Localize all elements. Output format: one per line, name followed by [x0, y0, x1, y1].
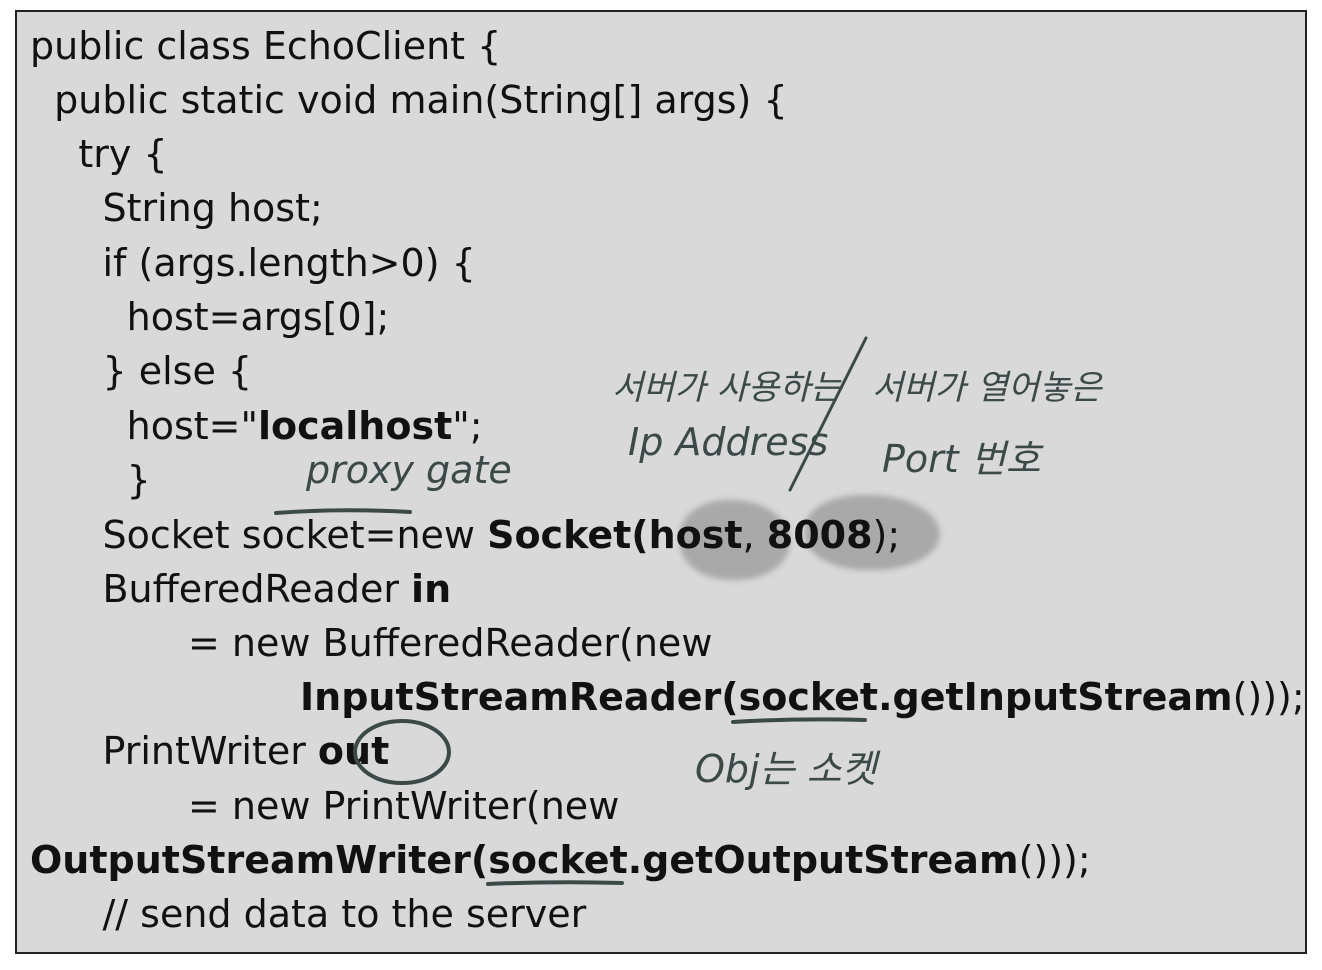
- code-line-15: = new PrintWriter(new: [188, 784, 620, 828]
- server-ip-note-line2: Ip Address: [628, 420, 829, 464]
- code-line-6: host=args[0];: [30, 295, 390, 339]
- output-end-token: ()));: [1018, 838, 1091, 882]
- code-line-3: try {: [30, 132, 168, 176]
- code-line-10: Socket socket=new Socket(host, 8008);: [30, 508, 900, 562]
- quote-end-token: ";: [452, 404, 483, 448]
- port-token: 8008: [766, 513, 873, 557]
- code-line-4: String host;: [30, 186, 323, 230]
- socket-word-1: socket: [738, 675, 879, 719]
- code-line-5: if (args.length>0) {: [30, 241, 476, 285]
- ctor-end-token: );: [872, 513, 901, 557]
- in-var-token: in: [411, 567, 452, 611]
- code-line-11: BufferedReader in: [30, 562, 451, 616]
- code-line-17: // send data to the server: [30, 892, 587, 936]
- socket-ctor-token: Socket(host: [487, 513, 743, 557]
- code-line-9: }: [30, 458, 151, 502]
- get-input-token: .getInputStream: [878, 675, 1233, 719]
- server-port-note-line1: 서버가 열어놓은: [872, 368, 1102, 408]
- code-line-12: = new BufferedReader(new: [188, 621, 713, 665]
- comma-token: ,: [742, 513, 767, 557]
- code-line-8: host="localhost";: [30, 399, 483, 453]
- code-line-8-start: host=": [30, 404, 258, 448]
- out-var-token: out: [317, 729, 390, 773]
- code-line-11-start: BufferedReader: [30, 567, 412, 611]
- localhost-token: localhost: [257, 404, 453, 448]
- code-line-10-start: Socket socket=new: [30, 513, 488, 557]
- port-highlight: [805, 495, 940, 570]
- host-highlight: [680, 500, 790, 580]
- obj-socket-note: Obj는 소켓: [695, 747, 877, 791]
- input-stream-reader-token: InputStreamReader(: [300, 675, 739, 719]
- code-line-2: public static void main(String[] args) {: [30, 78, 788, 122]
- input-end-token: ()));: [1232, 675, 1305, 719]
- socket-word-2: socket: [488, 838, 628, 882]
- code-box: [15, 10, 1307, 954]
- output-stream-writer-token: OutputStreamWriter(: [30, 838, 489, 882]
- code-line-13: InputStreamReader(socket.getInputStream(…: [300, 670, 1305, 724]
- proxy-gate-note: proxy gate: [306, 448, 512, 492]
- code-line-1: public class EchoClient {: [30, 24, 502, 68]
- server-port-note-line2: Port 번호: [882, 437, 1041, 481]
- code-line-14-start: PrintWriter: [30, 729, 318, 773]
- get-output-token: .getOutputStream: [627, 838, 1019, 882]
- code-line-14: PrintWriter out: [30, 724, 389, 778]
- server-ip-note-line1: 서버가 사용하는: [612, 368, 842, 408]
- code-line-7: } else {: [30, 349, 253, 393]
- code-line-16: OutputStreamWriter(socket.getOutputStrea…: [30, 833, 1091, 887]
